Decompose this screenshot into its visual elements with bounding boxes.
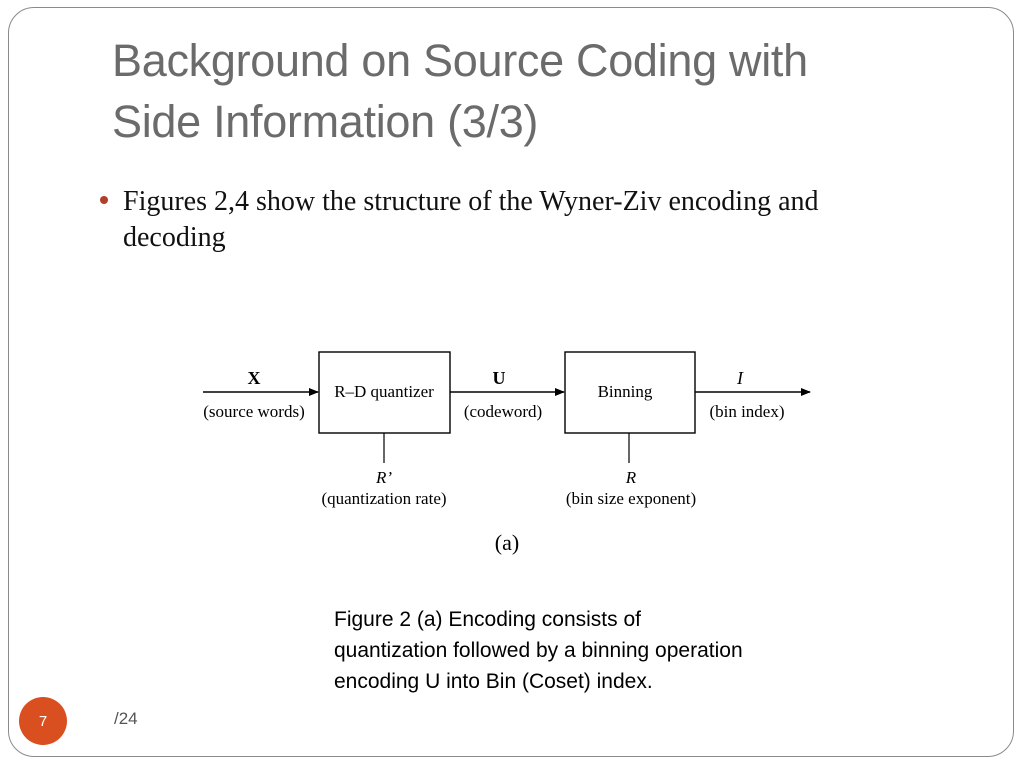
figure-caption: Figure 2 (a) Encoding consists of quanti…: [334, 608, 743, 693]
quant-rate-symbol: R’: [375, 468, 392, 487]
page-number: 7: [38, 712, 48, 730]
binning-label: Binning: [598, 382, 653, 401]
encoder-diagram: X (source words) R–D quantizer U (codewo…: [188, 345, 828, 565]
bin-rate-label: (bin size exponent): [566, 489, 696, 508]
title-line-1: Background on Source Coding with: [112, 35, 808, 86]
bullet-text: Figures 2,4 show the structure of the Wy…: [123, 186, 819, 253]
bullet-dot-icon: [100, 196, 108, 204]
codeword-label: (codeword): [464, 402, 542, 421]
quantizer-label: R–D quantizer: [334, 382, 434, 401]
page-total: /24: [114, 709, 138, 728]
bin-rate-symbol: R: [625, 468, 637, 487]
input-label: (source words): [203, 402, 305, 421]
output-symbol: I: [736, 368, 744, 388]
output-label: (bin index): [709, 402, 784, 421]
quantizer-box: [318, 351, 451, 434]
binning-box: [564, 351, 696, 434]
input-symbol: X: [248, 368, 261, 388]
codeword-symbol: U: [493, 368, 506, 388]
quant-rate-label: (quantization rate): [321, 489, 446, 508]
slide-title: Background on Source Coding with Side In…: [112, 30, 972, 152]
title-line-2: Side Information (3/3): [112, 96, 539, 147]
slide-frame: [8, 7, 1014, 757]
subfigure-label: (a): [495, 530, 519, 555]
page-number-badge: 7: [19, 697, 67, 745]
